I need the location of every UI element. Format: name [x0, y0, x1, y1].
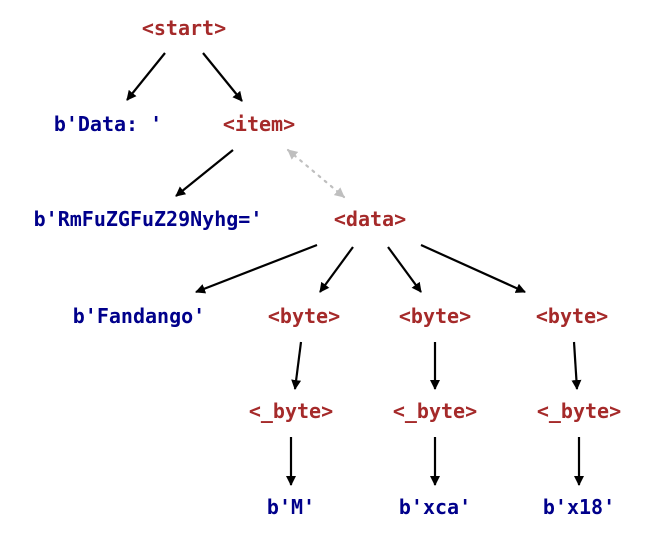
edge-data-byte2	[387, 246, 422, 293]
edge-byte3-ubyte3	[571, 341, 582, 390]
node-ubyte-2: <_byte>	[393, 399, 477, 423]
edge-start-data-prefix	[126, 52, 166, 101]
node-item: <item>	[223, 112, 295, 136]
node-value-3: b'x18'	[543, 495, 615, 519]
edge-data-fandango	[195, 243, 318, 294]
node-value-1: b'M'	[267, 495, 315, 519]
node-start: <start>	[142, 16, 226, 40]
node-data: <data>	[334, 207, 406, 231]
edge-byte1-ubyte1	[291, 341, 303, 390]
edge-start-item	[202, 52, 243, 102]
edge-item-encoded	[175, 149, 234, 197]
link-item-data	[286, 148, 346, 199]
edge-data-byte1	[319, 246, 354, 293]
node-ubyte-3: <_byte>	[537, 399, 621, 423]
node-byte-1: <byte>	[268, 304, 340, 328]
edge-data-byte3	[420, 243, 526, 294]
node-ubyte-1: <_byte>	[249, 399, 333, 423]
node-fandango: b'Fandango'	[73, 304, 205, 328]
node-data-prefix: b'Data: '	[54, 112, 162, 136]
node-byte-2: <byte>	[399, 304, 471, 328]
node-byte-3: <byte>	[536, 304, 608, 328]
node-encoded: b'RmFuZGFuZ29Nyhg='	[34, 207, 263, 231]
node-value-2: b'xca'	[399, 495, 471, 519]
